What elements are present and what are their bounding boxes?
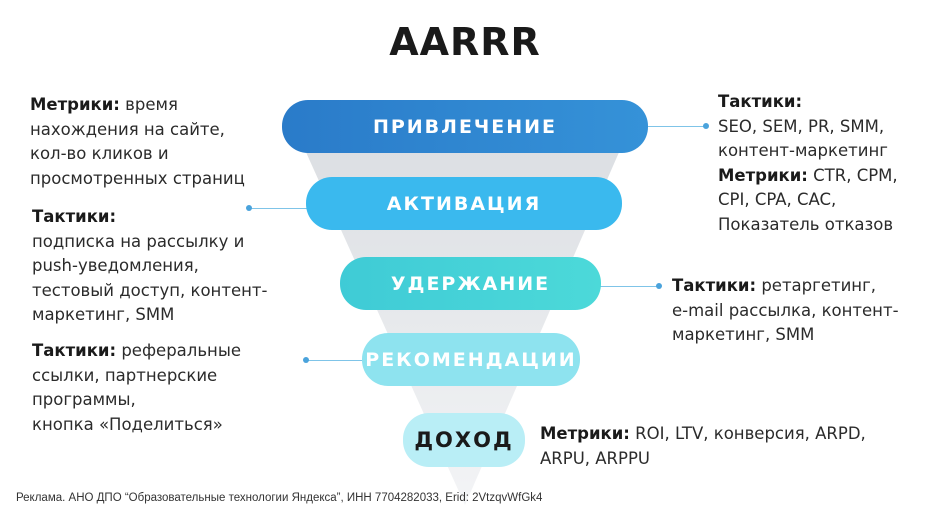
stage-label: ДОХОД [414,428,514,452]
note-text: время нахождения на сайте, кол-во кликов… [30,95,245,188]
note-text: SEO, SEM, PR, SMM, контент-маркетинг [718,116,888,161]
connector-dot [656,283,662,289]
note-text: реферальные ссылки, партнерские программ… [32,341,242,434]
acquisition-metrics-note: Метрики: время нахождения на сайте, кол-… [30,93,245,191]
note-key: Метрики: [540,424,630,443]
stage-label: ПРИВЛЕЧЕНИЕ [372,115,558,138]
connector-dot [703,123,709,129]
connector-line [600,286,658,287]
connector-line [250,208,308,209]
note-key: Метрики: [718,165,808,185]
note-key: Тактики: [718,92,803,111]
note-text: ретаргетинг, e-mail рассылка, контент- м… [672,276,899,344]
stage-activation: АКТИВАЦИЯ [306,177,622,230]
activation-tactics-note: Тактики: подписка на рассылку и push-уве… [32,205,267,328]
diagram-title: AARRR [389,20,541,64]
note-key: Тактики: [672,276,757,295]
retention-tactics-note: Тактики: ретаргетинг, e-mail рассылка, к… [672,274,899,348]
referral-tactics-note: Тактики: реферальные ссылки, партнерские… [32,339,241,437]
stage-label: УДЕРЖАНИЕ [390,272,551,295]
connector-line [306,360,364,361]
connector-dot [246,205,252,211]
note-key: Метрики: [30,95,120,114]
note-text: CTR, CPM, CPI, CPA, CAC, Показатель отка… [718,165,898,234]
stage-label: АКТИВАЦИЯ [386,192,542,215]
stage-retention: УДЕРЖАНИЕ [340,257,601,310]
connector-dot [303,357,309,363]
revenue-metrics-note: Метрики: ROI, LTV, конверсия, ARPD, ARPU… [540,422,866,471]
note-text: подписка на рассылку и push-уведомления,… [32,231,268,325]
stage-label: РЕКОМЕНДАЦИИ [365,348,577,371]
stage-referral: РЕКОМЕНДАЦИИ [362,333,580,386]
ad-disclaimer: Реклама. АНО ДПО “Образовательные технол… [16,492,543,504]
connector-line [647,126,705,127]
stage-revenue: ДОХОД [403,413,525,467]
stage-acquisition: ПРИВЛЕЧЕНИЕ [282,100,648,153]
note-text: ROI, LTV, конверсия, ARPD, ARPU, ARPPU [540,424,866,468]
note-key: Тактики: [32,207,117,226]
note-key: Тактики: [32,341,117,360]
acquisition-tactics-note: Тактики: SEO, SEM, PR, SMM, контент-марк… [718,90,898,237]
